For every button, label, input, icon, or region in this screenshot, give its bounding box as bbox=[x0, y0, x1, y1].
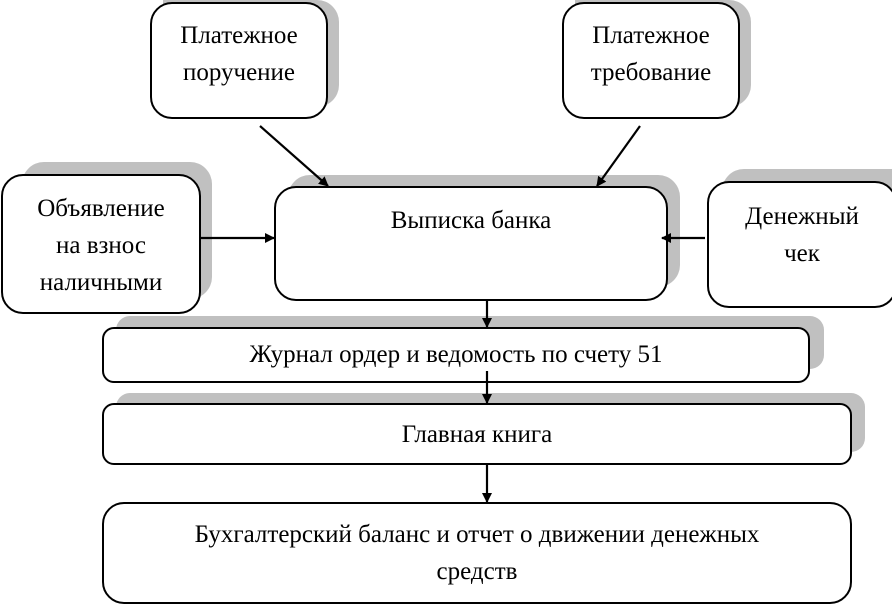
payment-request-label-line-2: требование bbox=[590, 59, 712, 86]
payment-order-label-line-1: Платежное bbox=[180, 22, 298, 49]
cash-deposit-notice-label-line-2: на взнос bbox=[55, 232, 146, 259]
cash-deposit-notice-label-line-1: Объявление bbox=[37, 195, 165, 222]
cash-deposit-notice-label-line-3: наличными bbox=[39, 269, 163, 296]
journal-order-node: Журнал ордер и ведомость по счету 51 bbox=[102, 327, 810, 383]
cash-check-node: Денежный чек bbox=[707, 181, 892, 308]
payment-request-label-line-1: Платежное bbox=[592, 22, 710, 49]
cash-check-label-line-1: Денежный bbox=[745, 203, 859, 230]
general-ledger-node: Главная книга bbox=[102, 403, 852, 465]
balance-sheet-label-line-2: средств bbox=[436, 558, 518, 585]
balance-sheet-node: Бухгалтерский баланс и отчет о движении … bbox=[102, 502, 852, 604]
cash-check-label-line-2: чек bbox=[784, 240, 820, 267]
bank-statement-node: Выписка банка bbox=[274, 186, 668, 301]
journal-order-label: Журнал ордер и ведомость по счету 51 bbox=[249, 341, 663, 368]
payment-order-label-line-2: поручение bbox=[182, 59, 296, 86]
bank-statement-label: Выписка банка bbox=[390, 207, 552, 234]
payment-request-node: Платежное требование bbox=[562, 2, 740, 119]
payment-order-node: Платежное поручение bbox=[150, 2, 328, 119]
general-ledger-label: Главная книга bbox=[401, 421, 553, 448]
balance-sheet-label-line-1: Бухгалтерский баланс и отчет о движении … bbox=[194, 521, 760, 548]
cash-deposit-notice-node: Объявление на взнос наличными bbox=[1, 174, 201, 314]
